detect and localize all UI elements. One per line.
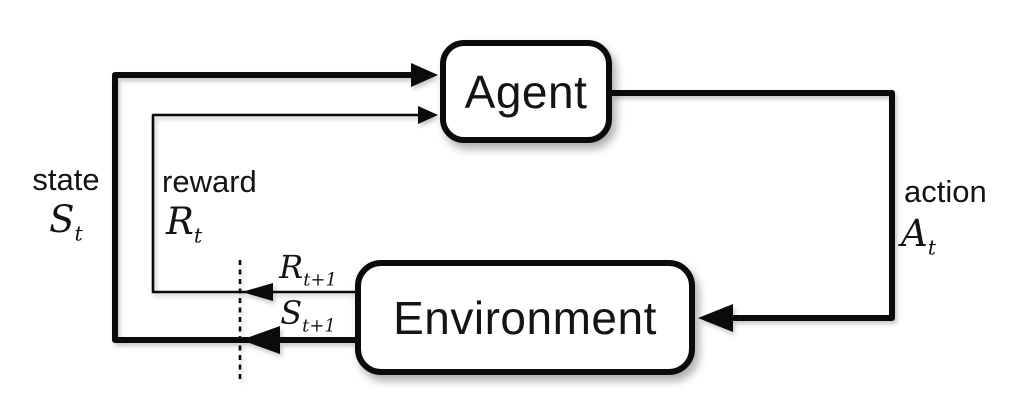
action-line [612, 90, 895, 321]
next-state-symbol-subscript: t+1 [302, 315, 336, 337]
agent-box: Agent [440, 40, 612, 143]
next-state-boundary-arrowhead-icon [241, 326, 280, 354]
next-reward-boundary-arrowhead-icon [242, 283, 273, 301]
action-symbol: At [901, 212, 936, 258]
state-to-agent-arrowhead-icon [411, 63, 438, 87]
action-label: action [904, 174, 987, 209]
reward-symbol: Rt [166, 200, 202, 246]
environment-box: Environment [355, 260, 695, 375]
reward-symbol-subscript: t [193, 223, 203, 248]
state-symbol: St [22, 198, 110, 244]
state-label: state [32, 162, 100, 197]
state-symbol-subscript: t [74, 221, 83, 246]
next-reward-symbol-main: R [279, 248, 304, 286]
action-symbol-subscript: t [927, 235, 937, 260]
state-symbol-main: S [49, 198, 75, 241]
next-state-symbol: St+1 [256, 294, 360, 335]
reward-to-agent-arrowhead-icon [418, 106, 438, 124]
reward-symbol-main: R [166, 200, 194, 243]
next-reward-symbol: Rt+1 [256, 248, 360, 289]
reward-label: reward [162, 164, 257, 199]
state-line [112, 72, 412, 343]
next-state-symbol-main: S [280, 294, 303, 332]
next-reward-symbol-subscript: t+1 [303, 269, 337, 291]
action-to-environment-arrowhead-icon [698, 304, 733, 332]
action-symbol-main: A [901, 212, 928, 255]
